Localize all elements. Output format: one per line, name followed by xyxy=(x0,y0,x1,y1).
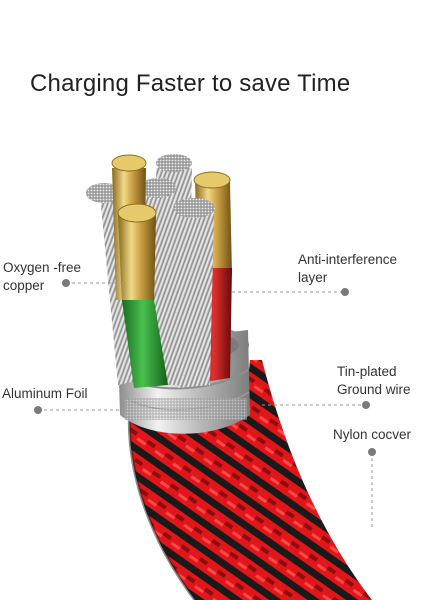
wire-bundle xyxy=(86,154,232,388)
label-tin-plated-ground-wire: Tin-plated Ground wire xyxy=(337,364,411,397)
label-aluminum-foil: Aluminum Foil xyxy=(2,386,88,401)
page-title: Charging Faster to save Time xyxy=(30,70,351,97)
callout-lines xyxy=(38,282,373,528)
callout-dots xyxy=(34,279,376,456)
label-oxygen-free-copper: Oxygen -free copper xyxy=(3,260,82,293)
label-nylon-cover: Nylon cocver xyxy=(333,427,412,442)
label-anti-interference-layer: Anti-interference layer xyxy=(298,252,398,285)
